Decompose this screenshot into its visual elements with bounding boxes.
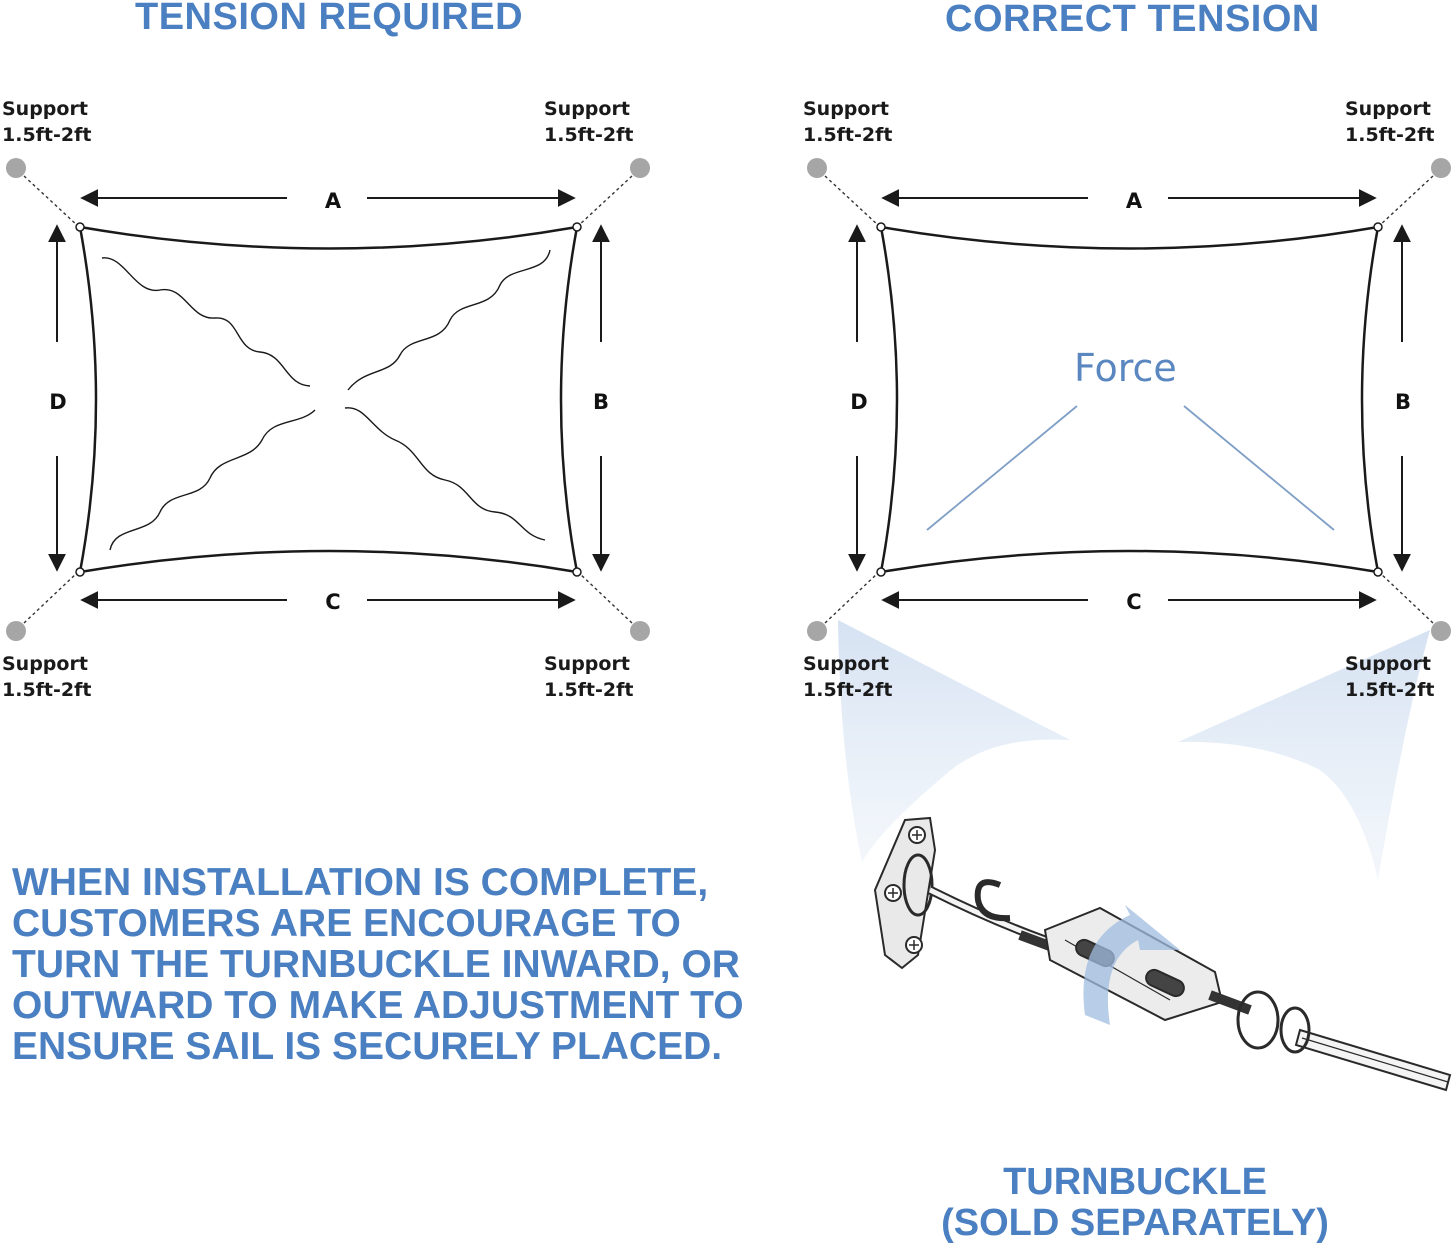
support-post [807,158,827,178]
support-post [6,158,26,178]
force-label: Force [1074,346,1177,390]
left-panel-title: TENSION REQUIRED [135,0,524,38]
right-panel-title: CORRECT TENSION [945,0,1320,40]
turnbuckle-caption: TURNBUCKLE (SOLD SEPARATELY) [941,1161,1329,1244]
curved-pull-arrows [838,620,1430,880]
left-sail-diagram [6,158,650,641]
support-post [630,158,650,178]
side-label-d: D [49,390,67,414]
side-label-a: A [1125,189,1143,213]
wrinkle-lines [101,249,551,551]
support-post [807,621,827,641]
right-sail-diagram [807,158,1451,641]
sail-outline [879,225,1380,574]
side-label-c: C [1126,590,1142,614]
installation-instructions: WHEN INSTALLATION IS COMPLETE, CUSTOMERS… [12,861,744,1068]
side-label-d: D [850,390,868,414]
support-post [630,621,650,641]
turnbuckle-illustration [873,816,1452,1092]
force-lines [926,405,1335,531]
support-post [6,621,26,641]
side-label-a: A [324,189,342,213]
support-post [1431,621,1451,641]
support-post [1431,158,1451,178]
side-label-b: B [592,390,609,414]
side-label-b: B [1394,390,1411,414]
side-label-c: C [325,590,341,614]
